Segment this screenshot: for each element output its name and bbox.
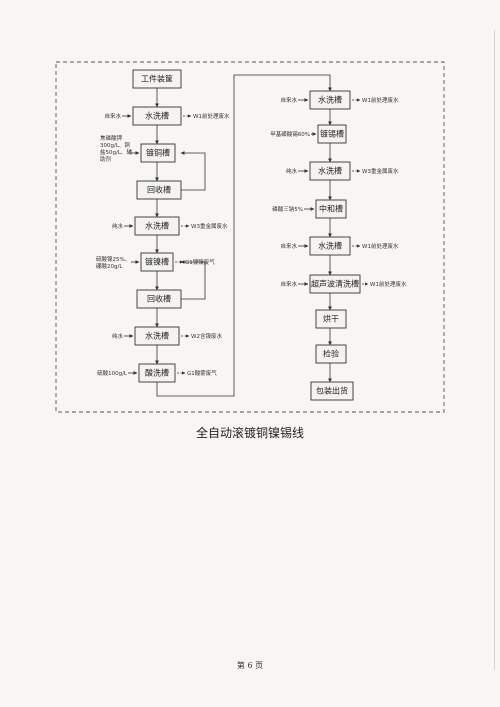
svg-text:镀镍槽: 镀镍槽 (145, 257, 169, 267)
node-nickel-plating: 镀镍槽 (140, 252, 174, 272)
page-number: 第 6 页 (236, 661, 264, 670)
node-ultrasonic-cleaning: 超声波清洗槽 (309, 274, 361, 294)
figure-caption: 全自动滚镀铜镍锡线 (195, 426, 304, 440)
output-label: G1镀镍废气 (185, 258, 215, 266)
node-tin-plating: 镀锡槽 (317, 124, 347, 144)
output-label: W1前处理废水 (362, 242, 399, 250)
input-label: 纯水 (112, 222, 124, 230)
node-inspection: 检验 (315, 344, 347, 364)
node-drying: 烘干 (315, 309, 347, 329)
input-label: 300g/L、铜 (100, 141, 130, 149)
svg-text:水洗槽: 水洗槽 (145, 221, 169, 231)
output-arrows (175, 98, 369, 375)
svg-text:镀锡槽: 镀锡槽 (320, 129, 344, 139)
input-labels: 自来水 焦磷酸钾 300g/L、铜 盐50g/L、辅 助剂 纯水 硫酸镍25%、… (96, 96, 310, 377)
flow-connectors (155, 74, 332, 397)
svg-text:工件装筐: 工件装筐 (141, 74, 173, 84)
diagram-frame (55, 61, 445, 413)
svg-text:水洗槽: 水洗槽 (318, 241, 342, 251)
input-label: 自来水 (104, 112, 121, 120)
node-recovery-1: 回收槽 (136, 180, 182, 200)
node-water-wash-5: 水洗槽 (309, 161, 351, 181)
input-label: 纯水 (286, 167, 298, 175)
svg-text:烘干: 烘干 (323, 314, 339, 324)
svg-text:酸洗槽: 酸洗槽 (145, 368, 169, 378)
input-label: 纯水 (112, 332, 124, 340)
svg-text:水洗槽: 水洗槽 (318, 166, 342, 176)
node-acid-wash: 酸洗槽 (138, 363, 176, 383)
node-workpiece-loading: 工件装筐 (132, 69, 182, 89)
svg-text:回收槽: 回收槽 (147, 294, 171, 304)
output-label: W2含镍废水 (191, 332, 222, 340)
output-label: W1前处理废水 (370, 280, 407, 288)
page-edge-shadow (494, 30, 495, 670)
svg-text:水洗槽: 水洗槽 (318, 95, 342, 105)
output-labels: W1前处理废水 W3重金属废水 G1镀镍废气 W2含镍废水 G1酸雾废气 W1前… (185, 96, 407, 377)
process-boxes: 工件装筐 水洗槽 镀铜槽 回收槽 水洗槽 镀镍槽 回收槽 水洗槽 酸洗槽 水洗槽… (132, 69, 361, 401)
input-label: 助剂 (100, 155, 112, 163)
node-packaging-shipping: 包装出货 (310, 381, 354, 401)
svg-text:镀铜槽: 镀铜槽 (146, 148, 170, 158)
node-water-wash-6: 水洗槽 (309, 236, 351, 256)
svg-text:回收槽: 回收槽 (147, 185, 171, 195)
svg-text:水洗槽: 水洗槽 (145, 111, 169, 121)
output-label: W3重金属废水 (362, 167, 399, 175)
input-label: 硫酸100g/L (97, 369, 128, 377)
svg-text:中和槽: 中和槽 (319, 204, 343, 214)
input-arrows (122, 98, 317, 375)
output-label: W1前处理废水 (362, 96, 399, 104)
input-label: 硫酸镍25%、 (96, 255, 130, 263)
node-water-wash-3: 水洗槽 (134, 326, 180, 346)
svg-text:超声波清洗槽: 超声波清洗槽 (311, 279, 359, 289)
input-label: 自来水 (280, 96, 297, 104)
node-recovery-2: 回收槽 (136, 289, 182, 309)
input-label: 自来水 (280, 242, 297, 250)
input-label: 甲基磺酸锡60% (270, 130, 310, 138)
output-label: W1前处理废水 (193, 112, 230, 120)
input-label: 焦磷酸钾 (100, 134, 123, 142)
svg-text:检验: 检验 (323, 349, 339, 359)
input-label: 磷酸三钠5% (272, 205, 303, 213)
input-label: 盐50g/L、辅 (100, 148, 132, 156)
output-label: W3重金属废水 (191, 222, 228, 230)
node-water-wash-4: 水洗槽 (309, 90, 351, 110)
node-water-wash-2: 水洗槽 (134, 216, 180, 236)
node-water-wash-1: 水洗槽 (132, 106, 182, 126)
node-neutralization: 中和槽 (315, 199, 347, 219)
input-label: 硼酸20g/L (96, 262, 123, 270)
svg-text:包装出货: 包装出货 (316, 386, 348, 396)
node-copper-plating: 镀铜槽 (140, 143, 176, 163)
input-label: 自来水 (280, 280, 297, 288)
svg-text:水洗槽: 水洗槽 (145, 331, 169, 341)
output-label: G1酸雾废气 (187, 369, 217, 377)
